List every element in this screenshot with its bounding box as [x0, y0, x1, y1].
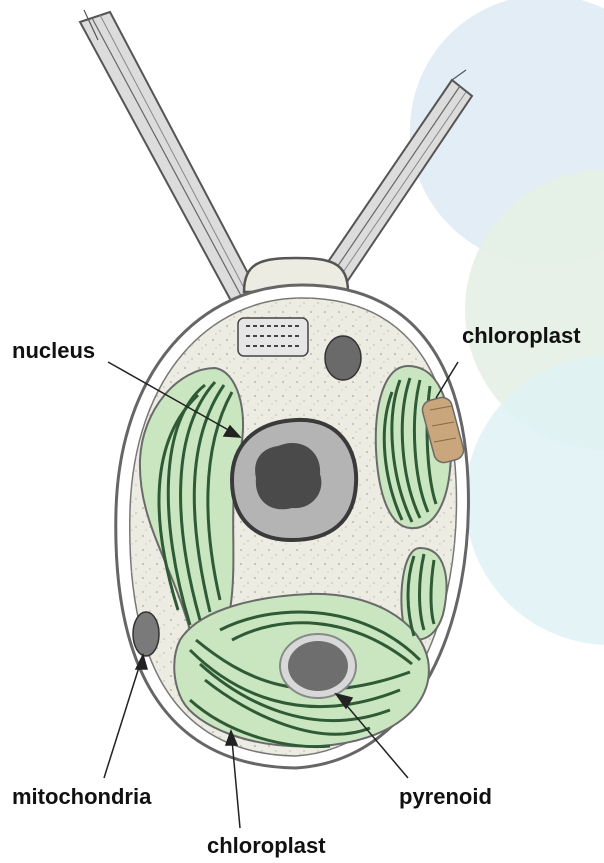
label-chloroplast-right: chloroplast — [462, 323, 581, 349]
basal-bodies — [238, 318, 308, 356]
flagellum-left — [80, 10, 262, 310]
nucleus — [232, 420, 356, 540]
nucleolus — [255, 443, 321, 509]
label-chloroplast-bottom: chloroplast — [207, 833, 326, 859]
pyrenoid — [280, 634, 356, 698]
bg-circle-bottom — [465, 355, 604, 645]
pointer-mitochondria — [104, 664, 140, 778]
contractile-vacuole — [325, 336, 361, 380]
mitochondrion — [133, 612, 159, 656]
label-nucleus: nucleus — [12, 338, 95, 364]
label-pyrenoid: pyrenoid — [399, 784, 492, 810]
label-mitochondria: mitochondria — [12, 784, 151, 810]
